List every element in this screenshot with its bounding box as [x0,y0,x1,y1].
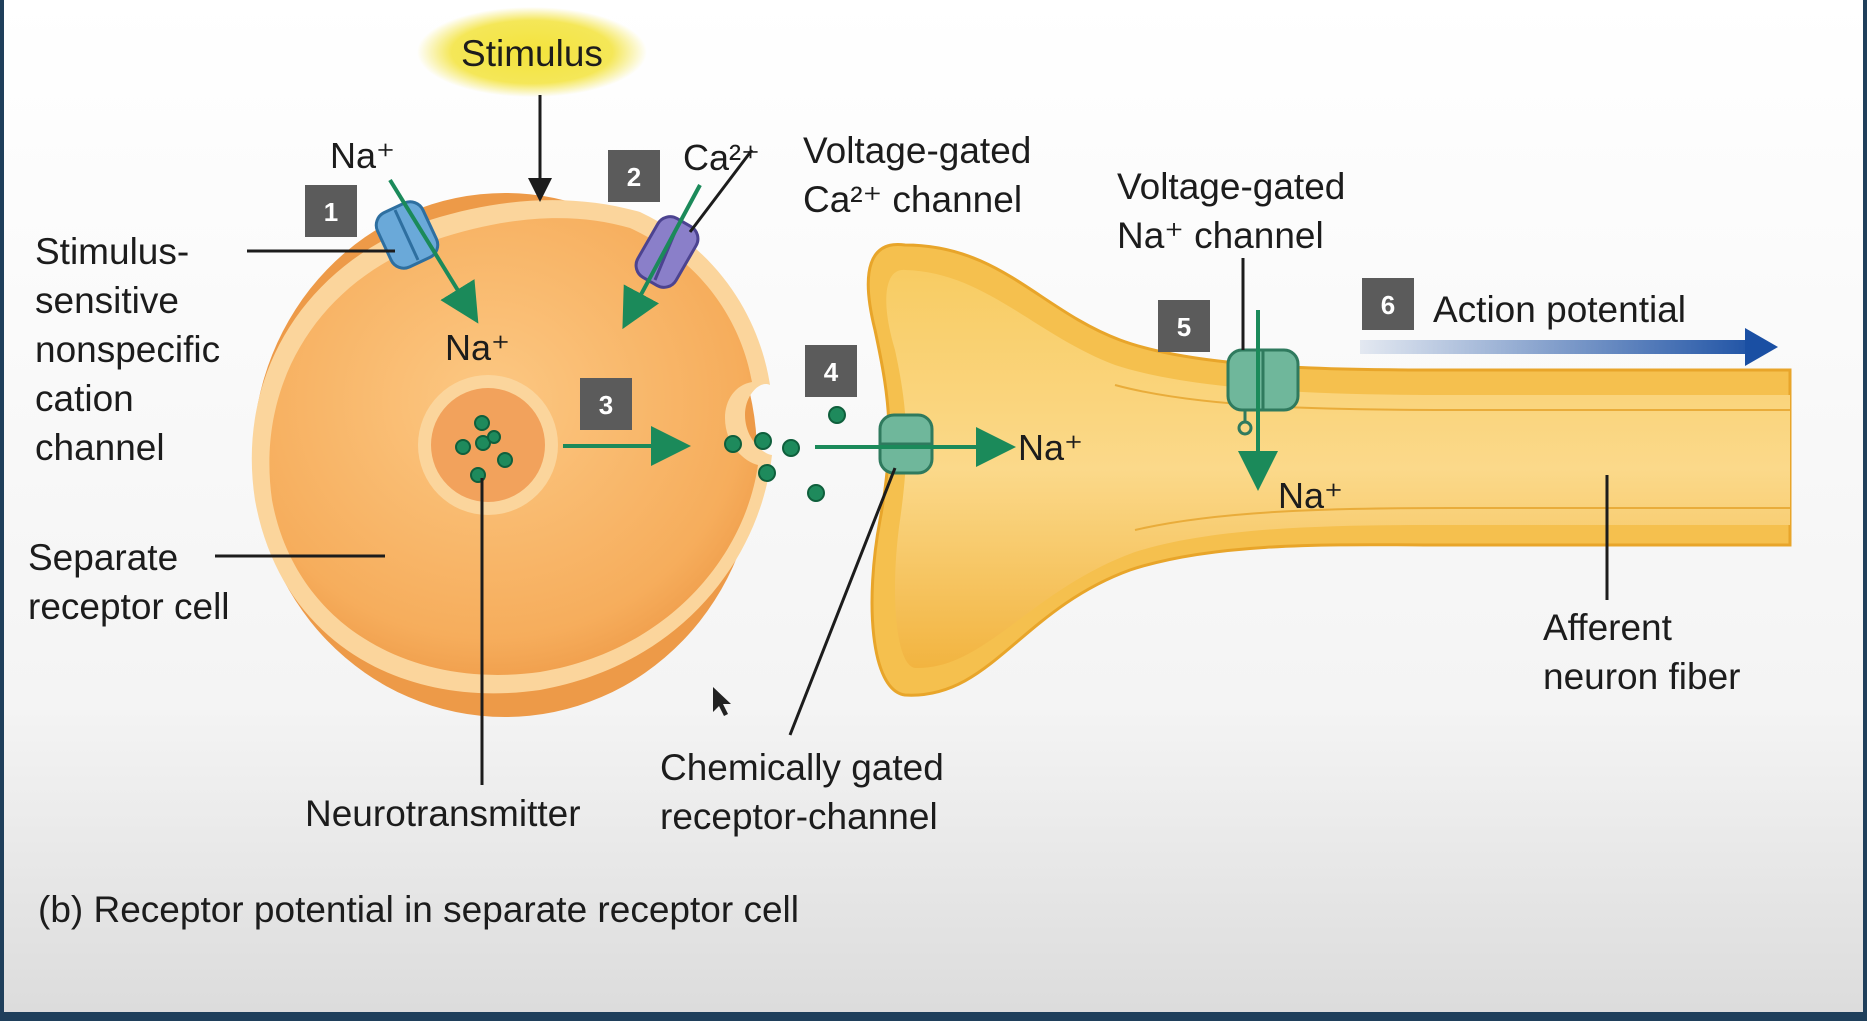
leader-lines [215,149,1609,785]
svg-text:Stimulus-: Stimulus- [35,231,189,272]
afferent-neuron-fiber-label: Afferent neuron fiber [1543,607,1740,697]
released-neurotransmitter [724,406,846,502]
vg-ca-channel-label-1: Voltage-gated [803,130,1031,171]
svg-text:5: 5 [1177,312,1191,342]
svg-text:channel: channel [35,427,165,468]
chemically-gated-channel-label: Chemically gated receptor-channel [660,747,944,837]
svg-text:4: 4 [824,357,839,387]
svg-text:Separate: Separate [28,537,178,578]
svg-text:neuron fiber: neuron fiber [1543,656,1740,697]
stimulus-glow: Stimulus [417,7,647,97]
action-potential-label: Action potential [1433,289,1686,330]
na-ion-label-synapse: Na⁺ [1018,427,1083,468]
vg-na-channel-label-1: Voltage-gated [1117,166,1345,207]
svg-text:Chemically gated: Chemically gated [660,747,944,788]
svg-text:sensitive: sensitive [35,280,179,321]
svg-text:cation: cation [35,378,134,419]
action-potential-arrow [1360,328,1778,366]
ca-influx-arrow [622,184,702,330]
step-box-6: 6 [1362,278,1414,330]
figure-caption: (b) Receptor potential in separate recep… [38,889,799,930]
svg-text:Afferent: Afferent [1543,607,1673,648]
svg-text:1: 1 [324,197,338,227]
svg-text:nonspecific: nonspecific [35,329,220,370]
neurotransmitter-label: Neurotransmitter [305,793,581,834]
step-box-1: 1 [305,185,357,237]
voltage-gated-na-channel [1226,348,1300,436]
vg-na-channel-label-2: Na⁺ channel [1117,215,1324,256]
step-box-3: 3 [580,378,632,430]
chemically-gated-channel [878,413,934,475]
svg-text:3: 3 [599,390,613,420]
vg-ca-channel-label-2: Ca²⁺ channel [803,179,1022,220]
svg-text:6: 6 [1381,290,1395,320]
step-box-4: 4 [805,345,857,397]
neurotransmitter-molecules [455,415,513,483]
na-influx-arrow-1 [388,178,479,324]
svg-text:2: 2 [627,162,641,192]
na-ion-label-top: Na⁺ [330,135,395,176]
ca-ion-label: Ca²⁺ [683,137,760,178]
svg-text:receptor-channel: receptor-channel [660,796,938,837]
mouse-cursor-icon [713,687,731,716]
svg-text:receptor cell: receptor cell [28,586,230,627]
stimulus-sensitive-channel-label: Stimulus- sensitive nonspecific cation c… [35,231,220,468]
separate-receptor-cell-label: Separate receptor cell [28,537,230,627]
step-box-2: 2 [608,150,660,202]
step-box-5: 5 [1158,300,1210,352]
stimulus-label: Stimulus [461,33,603,74]
na-ion-label-cell: Na⁺ [445,327,510,368]
na-ion-label-fiber: Na⁺ [1278,475,1343,516]
